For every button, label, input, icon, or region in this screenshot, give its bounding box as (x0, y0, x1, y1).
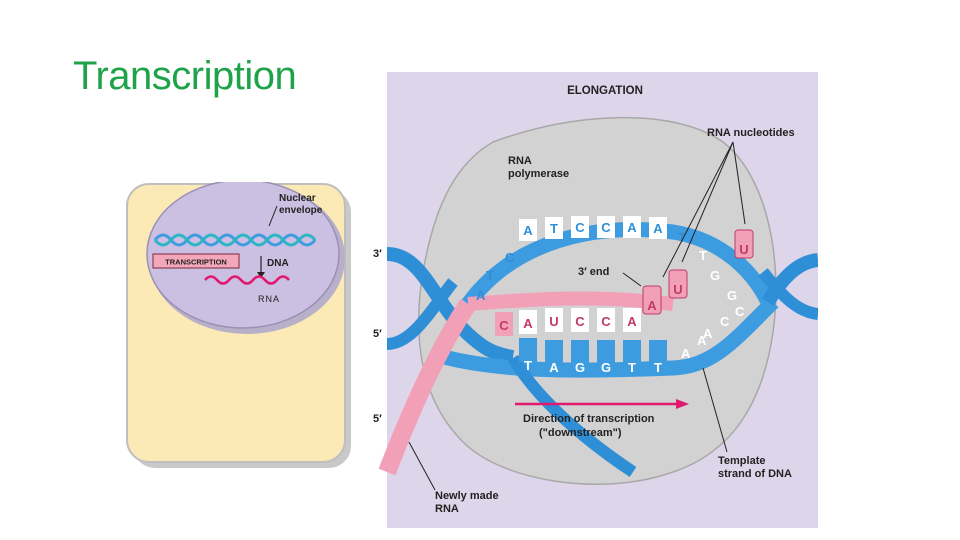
coding-base: C (601, 220, 611, 235)
elongation-header: ELONGATION (567, 85, 643, 97)
dna-left-strand-b (386, 278, 458, 350)
free-nucleotide-base: A (647, 298, 657, 313)
direction-label-line-2: ("downstream") (539, 427, 622, 439)
rna-polymerase-label-line-2: polymerase (508, 168, 569, 180)
rna-base: U (549, 314, 558, 329)
free-nucleotide (734, 229, 754, 259)
coding-base: A (523, 223, 533, 238)
right-coil-base: A (703, 326, 713, 341)
coding-bases-group: A T C C A A (519, 216, 667, 241)
rna-nucleotides-pointer (732, 141, 746, 225)
transcription-tag: TRANSCRIPTION (165, 258, 227, 267)
rna-label: RNA (258, 294, 280, 304)
rna-nucleotides-label: RNA nucleotides (707, 127, 795, 139)
rna-base: C (575, 314, 585, 329)
template-base-tile (623, 340, 641, 364)
right-coil-base: C (720, 314, 730, 329)
newly-made-rna (378, 299, 476, 476)
template-strand-tail (507, 354, 637, 477)
right-coil-base: G (710, 268, 720, 283)
coding-base: A (627, 220, 637, 235)
strand-end-bottom: 5′ (373, 413, 382, 425)
strand-end-top: 3′ (373, 248, 382, 260)
template-bases-group: T A G G T T (519, 338, 667, 375)
right-coil-base: T (699, 248, 707, 263)
rna-bases-group: C A U C C A (495, 308, 641, 336)
rna-base-tile (597, 308, 615, 332)
rna-base-tile (545, 308, 563, 332)
dna-right-strand-b (758, 268, 818, 320)
template-base-tile (519, 338, 537, 362)
slide-title: Transcription (73, 54, 297, 98)
template-strand-label-line-2: strand of DNA (718, 468, 792, 480)
coding-base: A (653, 221, 663, 236)
template-base-tile (649, 340, 667, 364)
template-right-base: A (681, 346, 691, 361)
free-nucleotide-base: U (739, 242, 748, 257)
coding-base-tile (649, 217, 667, 239)
template-strand-pointer (702, 367, 728, 453)
template-base: T (654, 360, 662, 375)
template-base: G (575, 360, 585, 375)
left-coil-base: T (486, 268, 494, 283)
rna-base: C (499, 318, 509, 333)
rna-nucleotides-pointer (662, 141, 734, 278)
direction-arrowhead (676, 399, 689, 409)
coding-base-tile (545, 217, 563, 239)
newly-made-rna-label-line-2: RNA (435, 503, 459, 515)
three-prime-end-label: 3′ end (578, 266, 609, 278)
elongation-figure: ELONGATION A T C C A A A T C T T G G A C… (373, 72, 818, 528)
coding-base-tile (597, 216, 615, 238)
nuclear-envelope-label-line-1: Nuclear (279, 193, 316, 204)
rna-base: C (601, 314, 611, 329)
coding-base-tile (571, 216, 589, 238)
free-nucleotide-base: U (673, 282, 682, 297)
dna-right-strand (761, 253, 818, 306)
rna-nucleotides-pointer (681, 141, 734, 263)
rna-base-tile (495, 312, 513, 336)
rna-base: A (523, 316, 533, 331)
strand-end-middle: 5′ (373, 328, 382, 340)
right-coil-base: C (735, 304, 745, 319)
coding-base-tile (623, 216, 641, 238)
coding-base: T (550, 221, 558, 236)
free-nucleotide (668, 269, 688, 299)
direction-label-line-1: Direction of transcription (523, 413, 655, 425)
transcription-tag-box (152, 253, 240, 269)
newly-made-rna-pointer (408, 441, 436, 491)
coding-base-tile (519, 219, 537, 241)
template-right-base: A (697, 333, 707, 348)
template-strand-label-line-1: Template (718, 455, 765, 467)
template-base-tile (571, 340, 589, 364)
right-coil-base: G (727, 288, 737, 303)
nuclear-envelope-pointer (268, 205, 278, 227)
nuclear-envelope-label-line-2: envelope (279, 205, 323, 216)
rna-backbone (467, 291, 674, 311)
template-base: T (524, 358, 532, 373)
dna-to-rna-arrowhead (257, 272, 265, 278)
template-base: T (628, 360, 636, 375)
left-coil-base: C (505, 250, 515, 265)
nucleus (146, 182, 340, 329)
rna-strand (204, 275, 290, 285)
template-base-tile (545, 340, 563, 364)
template-strand (430, 296, 779, 378)
right-coil-base: T (678, 230, 686, 245)
template-base-tile (597, 340, 615, 364)
newly-made-rna-label-line-1: Newly made (435, 490, 499, 502)
left-coil-base: A (476, 288, 486, 303)
rna-base-tile (623, 308, 641, 332)
rna-polymerase-label-line-1: RNA (508, 155, 532, 167)
dna-label: DNA (267, 258, 289, 269)
dna-helix-strand-b (153, 233, 317, 247)
rna-base-tile (571, 308, 589, 332)
template-base: A (549, 360, 559, 375)
coding-base: C (575, 220, 585, 235)
template-base: G (601, 360, 611, 375)
three-prime-end-pointer (622, 272, 642, 287)
cell-overview-figure: TRANSCRIPTION DNA RNA Nuclear envelope (126, 182, 351, 468)
rna-base-tile (519, 310, 537, 334)
free-nucleotide (642, 285, 662, 315)
rna-base: A (627, 314, 637, 329)
